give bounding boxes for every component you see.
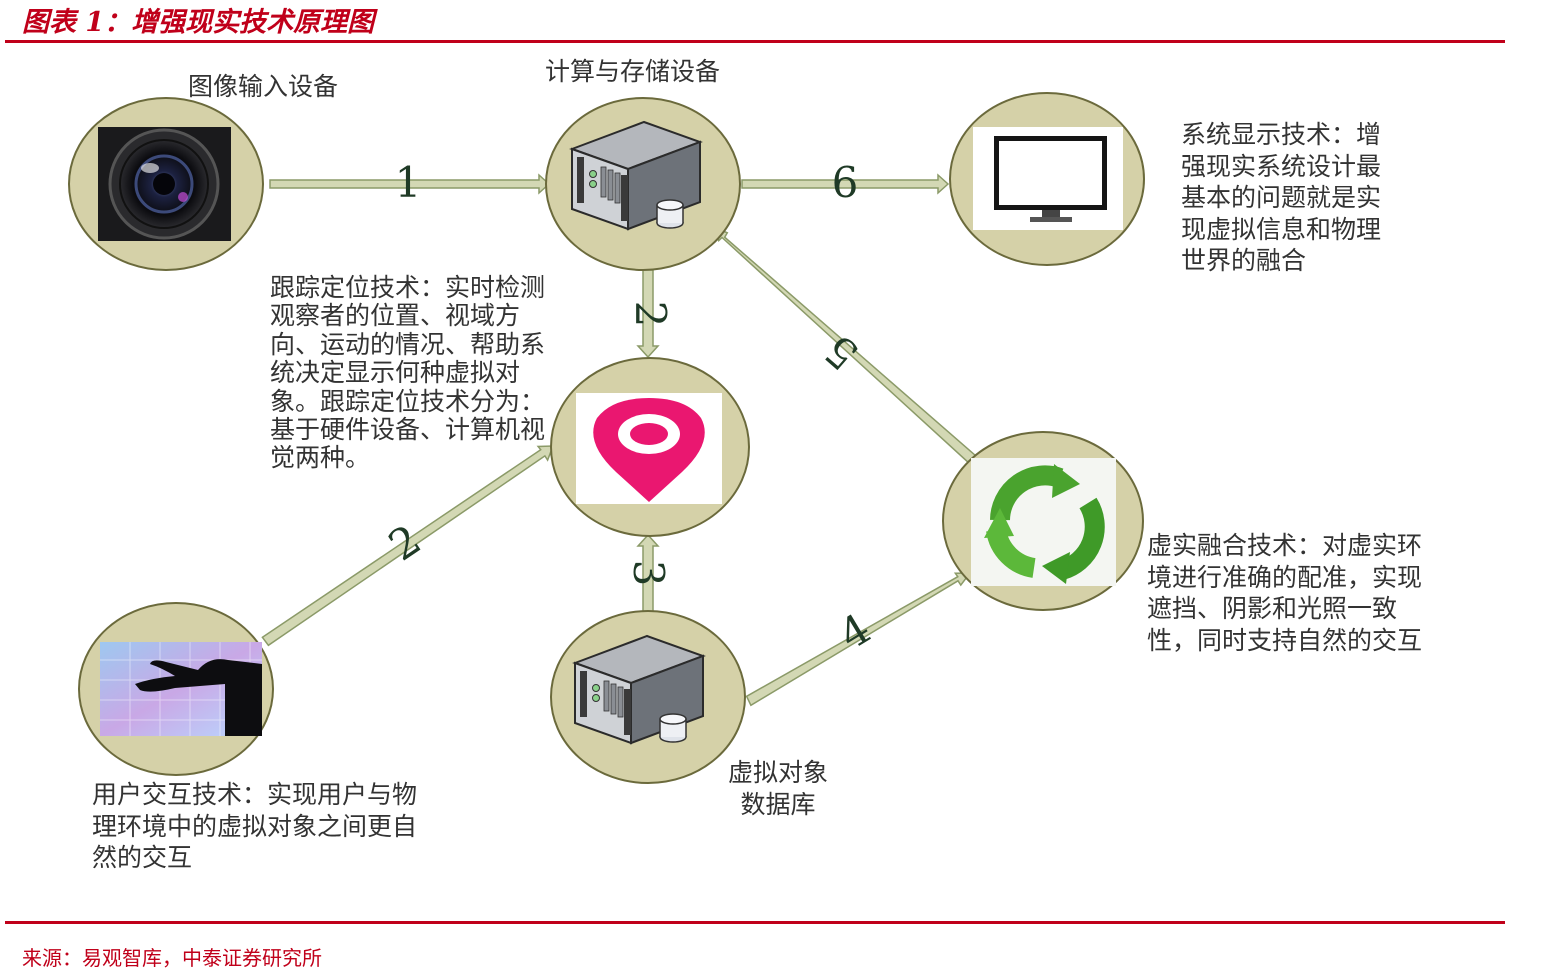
hand-touch-picture — [100, 642, 262, 736]
edge-label-1: 1 — [395, 158, 422, 207]
monitor-icon — [973, 127, 1123, 230]
edge-label-2-vertical: 2 — [626, 301, 675, 328]
location-pin-icon — [576, 393, 722, 504]
source-note: 来源：易观智库，中泰证券研究所 — [22, 946, 322, 970]
arrow-4-diagonal — [745, 572, 972, 707]
tracking-description: 跟踪定位技术：实时检测观察者的位置、视域方向、运动的情况、帮助系统决定显示何种虚… — [270, 273, 546, 473]
edge-label-6: 6 — [832, 158, 859, 207]
arrow-2-down — [636, 269, 660, 359]
figure-title: 图表 1：增强现实技术原理图 — [22, 7, 375, 38]
header-rule — [5, 40, 1505, 43]
camera-lens-picture — [98, 127, 231, 241]
compute-label: 计算与存储设备 — [545, 57, 721, 86]
edge-label-5-diagonal: 5 — [816, 325, 868, 380]
edge-label-3-vertical: 3 — [624, 560, 673, 587]
arrow-1 — [269, 173, 551, 195]
arrow-6 — [741, 173, 950, 195]
camera-label: 图像输入设备 — [188, 72, 339, 101]
connector-arrows — [261, 173, 978, 707]
arrow-3-up — [636, 533, 660, 615]
fusion-description: 虚实融合技术：对虚实环境进行准确的配准，实现遮挡、阴影和光照一致性，同时支持自然… — [1147, 531, 1423, 655]
footer-rule — [5, 921, 1505, 924]
interaction-description: 用户交互技术：实现用户与物理环境中的虚拟对象之间更自然的交互 — [92, 780, 418, 873]
display-description: 系统显示技术：增强现实系统设计最基本的问题就是实现虚拟信息和物理世界的融合 — [1181, 120, 1382, 276]
recycle-arrows-icon — [971, 458, 1116, 586]
database-label: 虚拟对象数据库 — [727, 758, 828, 819]
